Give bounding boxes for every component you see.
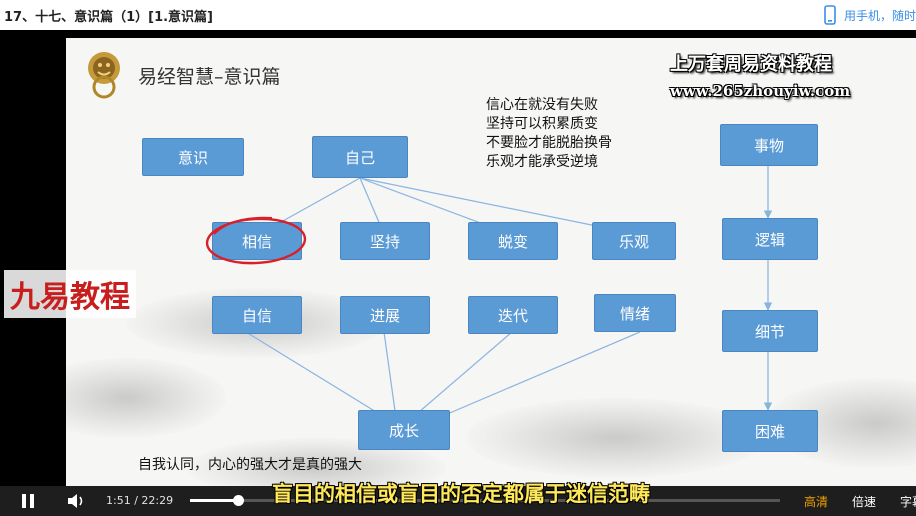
bottom-note: 自我认同，内心的强大才是真的强大 [138, 457, 362, 473]
node-jianchi: 坚持 [340, 222, 430, 260]
arrow-jinzhan-chengzhang [383, 331, 400, 419]
speed-button[interactable]: 倍速 [852, 495, 877, 509]
time-separator: / [134, 494, 138, 507]
quote-line: 坚持可以积累质变 [486, 116, 598, 132]
node-leguan: 乐观 [592, 222, 676, 260]
quality-button[interactable]: 高清 [804, 495, 829, 509]
slide-title: 易经智慧–意识篇 [138, 66, 281, 88]
brand-watermark: 九易教程 [4, 270, 136, 318]
watermark-url: www.265zhouyiw.com [670, 82, 851, 100]
phone-link-label: 用手机，随时 [844, 8, 916, 23]
quote-line: 信心在就没有失败 [486, 97, 598, 113]
node-qingxu: 情绪 [594, 294, 676, 332]
node-luoji: 逻辑 [722, 218, 818, 260]
total-time: 22:29 [141, 494, 174, 507]
node-xijie: 细节 [722, 310, 818, 352]
node-tuibian: 蜕变 [468, 222, 558, 260]
captions-button[interactable]: 字幕 [900, 495, 916, 509]
quote-line: 乐观才能承受逆境 [486, 154, 598, 170]
node-shiwu: 事物 [720, 124, 818, 166]
mountain-mist [466, 398, 766, 478]
progress-bar[interactable] [190, 495, 780, 506]
node-kunnan: 困难 [722, 410, 818, 452]
top-bar: 17、十七、意识篇（1）[1.意识篇] 用手机，随时 [0, 0, 916, 30]
video-frame-slide: 易经智慧–意识篇 上万套周易资料教程 www.265zhouyiw.com 信心… [66, 38, 916, 488]
quote-block: 信心在就没有失败 坚持可以积累质变 不要脸才能脱胎换骨 乐观才能承受逆境 [486, 96, 612, 172]
current-time: 1:51 [106, 494, 131, 507]
video-subtitle: 盲目的相信或盲目的否定都属于迷信范畴 [272, 482, 650, 506]
time-display: 1:51 / 22:29 [106, 494, 173, 507]
node-yishi: 意识 [142, 138, 244, 176]
volume-icon[interactable] [66, 492, 86, 510]
node-jinzhan: 进展 [340, 296, 430, 334]
lion-knocker-logo [88, 52, 120, 99]
video-title: 17、十七、意识篇（1）[1.意识篇] [4, 10, 214, 25]
node-zixin: 自信 [212, 296, 302, 334]
arrow-diedai-chengzhang [411, 331, 513, 419]
node-xiangxin: 相信 [212, 222, 302, 260]
site-watermark: 上万套周易资料教程 www.265zhouyiw.com [670, 50, 850, 100]
quote-line: 不要脸才能脱胎换骨 [486, 135, 612, 151]
arrow-zixin-chengzhang [245, 331, 387, 419]
node-diedai: 迭代 [468, 296, 558, 334]
progress-fill [190, 499, 239, 502]
arrow-qingxu-chengzhang [437, 331, 641, 419]
node-chengzhang: 成长 [358, 410, 450, 450]
phone-watch-link[interactable]: 用手机，随时 [824, 4, 916, 26]
red-hand-circle [205, 216, 307, 265]
player-controls: 1:51 / 22:29 高清 倍速 字幕 [0, 486, 916, 516]
video-player[interactable]: 易经智慧–意识篇 上万套周易资料教程 www.265zhouyiw.com 信心… [0, 30, 916, 516]
watermark-line1: 上万套周易资料教程 [670, 54, 832, 75]
pause-icon[interactable] [20, 492, 36, 510]
node-ziji: 自己 [312, 136, 408, 178]
phone-icon [824, 5, 836, 25]
mountain-mist [66, 358, 226, 438]
progress-handle[interactable] [233, 495, 245, 506]
arrow-ziji-leguan [359, 177, 637, 237]
